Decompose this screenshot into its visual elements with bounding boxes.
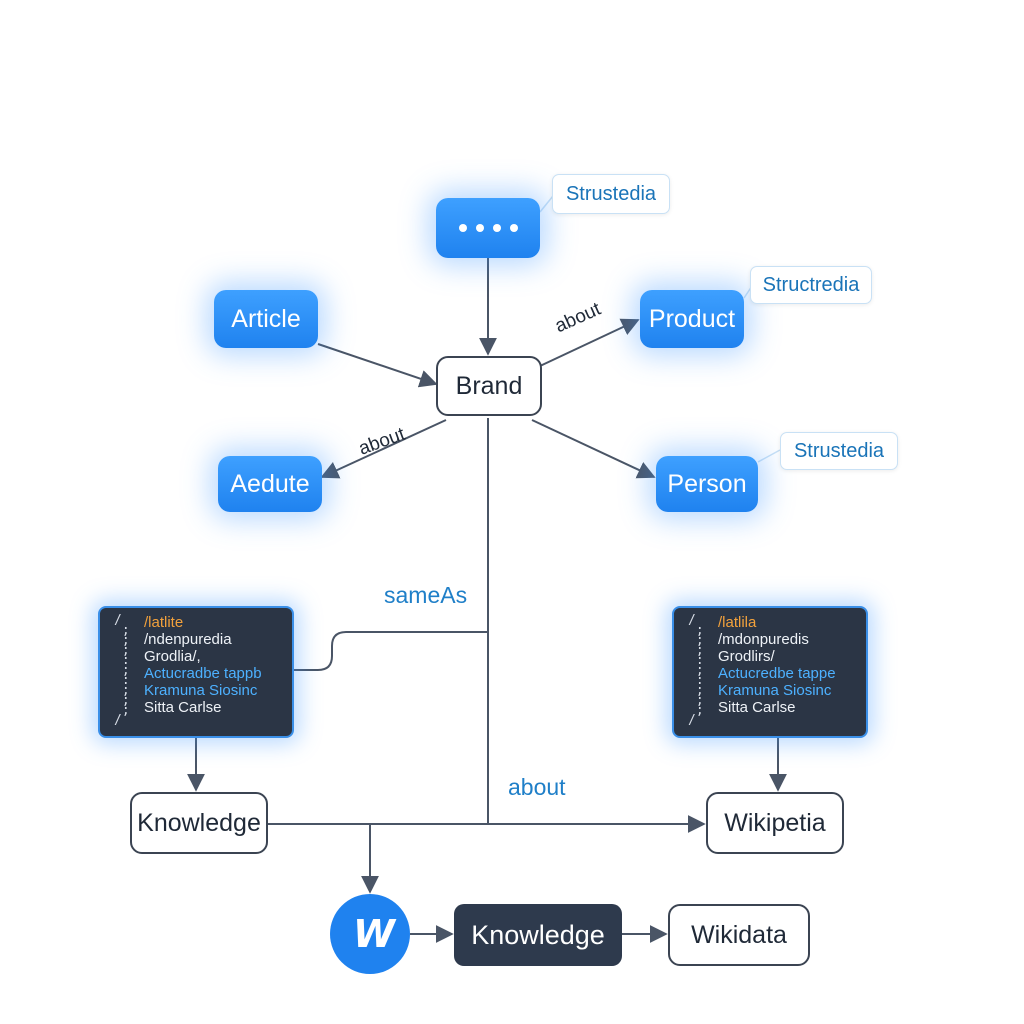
code-line: Grodlia/, xyxy=(144,648,201,665)
node-wikipetia[interactable]: Wikipetia xyxy=(706,792,844,854)
code-line: /ndenpuredia xyxy=(144,631,232,648)
edge-sameas-to-code-left xyxy=(294,631,488,671)
code-gutter-right: / ; ; ; : ; : ; ; ; / xyxy=(688,613,704,728)
code-line: Sitta Carlse xyxy=(718,699,796,716)
connector-tag-top xyxy=(539,195,554,213)
code-line: Actucredbe tappe xyxy=(718,665,836,682)
tag-person: Strustedia xyxy=(780,432,898,470)
node-wikipetia-label: Wikipetia xyxy=(724,808,826,837)
code-line: /latlila xyxy=(718,614,757,631)
connector-tag-person xyxy=(757,449,781,463)
ellipsis-icon xyxy=(458,224,518,232)
node-knowledge-bottom[interactable]: Knowledge xyxy=(454,904,622,966)
node-brand[interactable]: Brand xyxy=(436,356,542,416)
edge-label-sameas: sameAs xyxy=(384,582,468,608)
node-person-label: Person xyxy=(667,469,747,498)
node-brand-label: Brand xyxy=(455,371,523,400)
code-gutter-left: / ; ; ; : ; : ; ; ; / xyxy=(114,613,130,728)
code-panel-right: / ; ; ; : ; : ; ; ; / /latlila /mdonpure… xyxy=(672,606,868,738)
edge-label-about-bottom: about xyxy=(508,774,566,800)
edge-brand-to-aedute xyxy=(320,419,447,479)
edge-brand-to-product xyxy=(539,318,640,367)
node-product-label: Product xyxy=(648,304,736,333)
node-aedute[interactable]: Aedute xyxy=(218,456,322,512)
node-product[interactable]: Product xyxy=(640,290,744,348)
node-wikidata-label: Wikidata xyxy=(691,920,787,949)
node-article[interactable]: Article xyxy=(214,290,318,348)
node-aedute-label: Aedute xyxy=(230,469,310,498)
edge-article-to-brand xyxy=(317,343,438,388)
node-article-label: Article xyxy=(231,304,301,333)
code-line: Sitta Carlse xyxy=(144,699,222,716)
code-line: /mdonpuredis xyxy=(718,631,809,648)
code-line: Kramuna Siosinc xyxy=(144,682,258,699)
tag-product: Structredia xyxy=(750,266,872,304)
code-line: Grodlirs/ xyxy=(718,648,775,665)
code-line: /latlite xyxy=(144,614,184,631)
code-line: Kramuna Siosinc xyxy=(718,682,832,699)
code-line: Actucradbe tappb xyxy=(144,665,262,682)
wikipedia-logo-icon[interactable]: W xyxy=(330,894,410,974)
node-knowledge-left[interactable]: Knowledge xyxy=(130,792,268,854)
node-wikidata[interactable]: Wikidata xyxy=(668,904,810,966)
dots-node[interactable] xyxy=(436,198,540,258)
node-knowledge-bottom-label: Knowledge xyxy=(471,919,605,950)
tag-top: Strustedia xyxy=(552,174,670,214)
node-knowledge-left-label: Knowledge xyxy=(137,808,261,837)
code-panel-left: / ; ; ; : ; : ; ; ; / /latlite /ndenpure… xyxy=(98,606,294,738)
edge-brand-to-person xyxy=(531,419,656,479)
node-person[interactable]: Person xyxy=(656,456,758,512)
